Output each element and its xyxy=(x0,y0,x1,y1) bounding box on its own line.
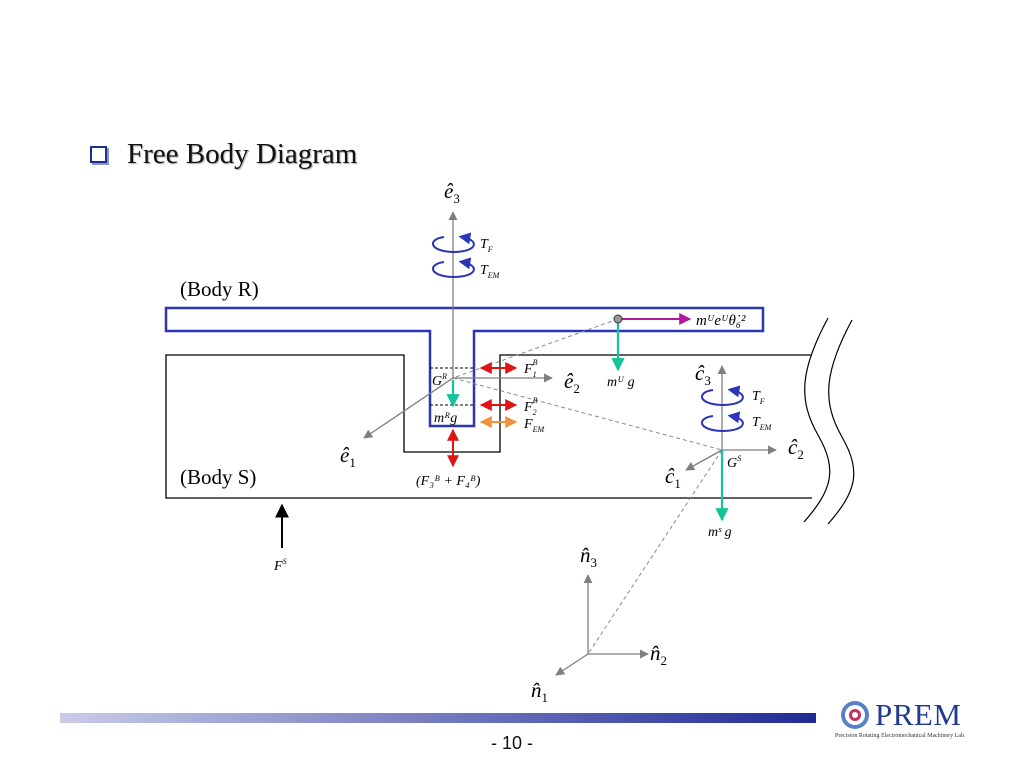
weight-stator-label: mˢ g xyxy=(708,525,732,540)
axis-n2-label: n̂2 xyxy=(650,641,667,668)
slide-title: Free Body Diagram xyxy=(127,138,358,170)
torque-tf-rotor-label: TF xyxy=(480,237,493,254)
force-f2b-label: F2B xyxy=(523,396,538,417)
unbalance-force-label: mᵁeᵁθ̇₆² xyxy=(696,313,746,329)
axis-n1 xyxy=(555,653,589,676)
point-gs-label: GS xyxy=(727,454,741,471)
body-s-label: (Body S) xyxy=(180,465,256,489)
axis-c2-label: ĉ2 xyxy=(788,435,804,462)
title-row: Free Body Diagram xyxy=(90,138,357,171)
point-gr-label: GR xyxy=(432,372,447,389)
axis-c1 xyxy=(685,449,723,471)
break-line-left xyxy=(803,317,831,523)
torque-tf-stator-icon xyxy=(701,385,744,407)
body-r-outline xyxy=(164,306,765,428)
dashed-link-gr-gs xyxy=(452,377,723,451)
logo-subtitle: Precision Rotating Electromechanical Mac… xyxy=(835,733,966,739)
axis-n1-label: n̂1 xyxy=(531,678,548,705)
torque-tem-rotor-label: TEM xyxy=(480,263,501,280)
axis-c1-label: ĉ1 xyxy=(665,464,681,491)
dashed-link-gs-n xyxy=(587,449,723,655)
axis-e2-label: ê2 xyxy=(564,369,580,396)
axis-e1 xyxy=(363,377,454,439)
torque-tem-rotor-icon xyxy=(432,257,475,279)
body-r-label: (Body R) xyxy=(180,277,259,301)
prem-logo: PREM Precision Rotating Electromechanica… xyxy=(835,697,995,747)
break-line-right xyxy=(827,319,855,525)
torque-tem-stator-icon xyxy=(701,411,744,433)
axis-e3-label: ê3 xyxy=(444,179,460,206)
axis-n3-label: n̂3 xyxy=(580,543,597,570)
weight-unbalance-label: mᵁ g xyxy=(607,375,635,390)
page-number: - 10 - xyxy=(490,733,533,753)
axis-e1-label: ê1 xyxy=(340,443,356,470)
weight-rotor-label: mᴿg xyxy=(434,411,457,426)
torque-tf-rotor-icon xyxy=(432,232,475,254)
body-s-outline xyxy=(165,354,812,499)
force-f34b-label: (F₃ᴮ + F₄ᴮ) xyxy=(416,474,481,489)
torque-tem-stator-label: TEM xyxy=(752,415,773,432)
force-f1b-label: F1B xyxy=(523,358,538,379)
prem-gear-logo-icon xyxy=(841,701,869,729)
footer-gradient-bar xyxy=(60,713,816,723)
axis-c3-label: ĉ3 xyxy=(695,361,711,388)
unbalance-mass-point xyxy=(613,314,623,324)
checkbox-bullet-icon xyxy=(90,146,107,163)
dashed-link-unbalance-gr xyxy=(452,318,619,379)
force-fem-label: FEM xyxy=(523,417,545,434)
torque-tf-stator-label: TF xyxy=(752,389,765,406)
force-fs-label: FS xyxy=(273,557,287,574)
logo-name: PREM xyxy=(875,697,962,732)
